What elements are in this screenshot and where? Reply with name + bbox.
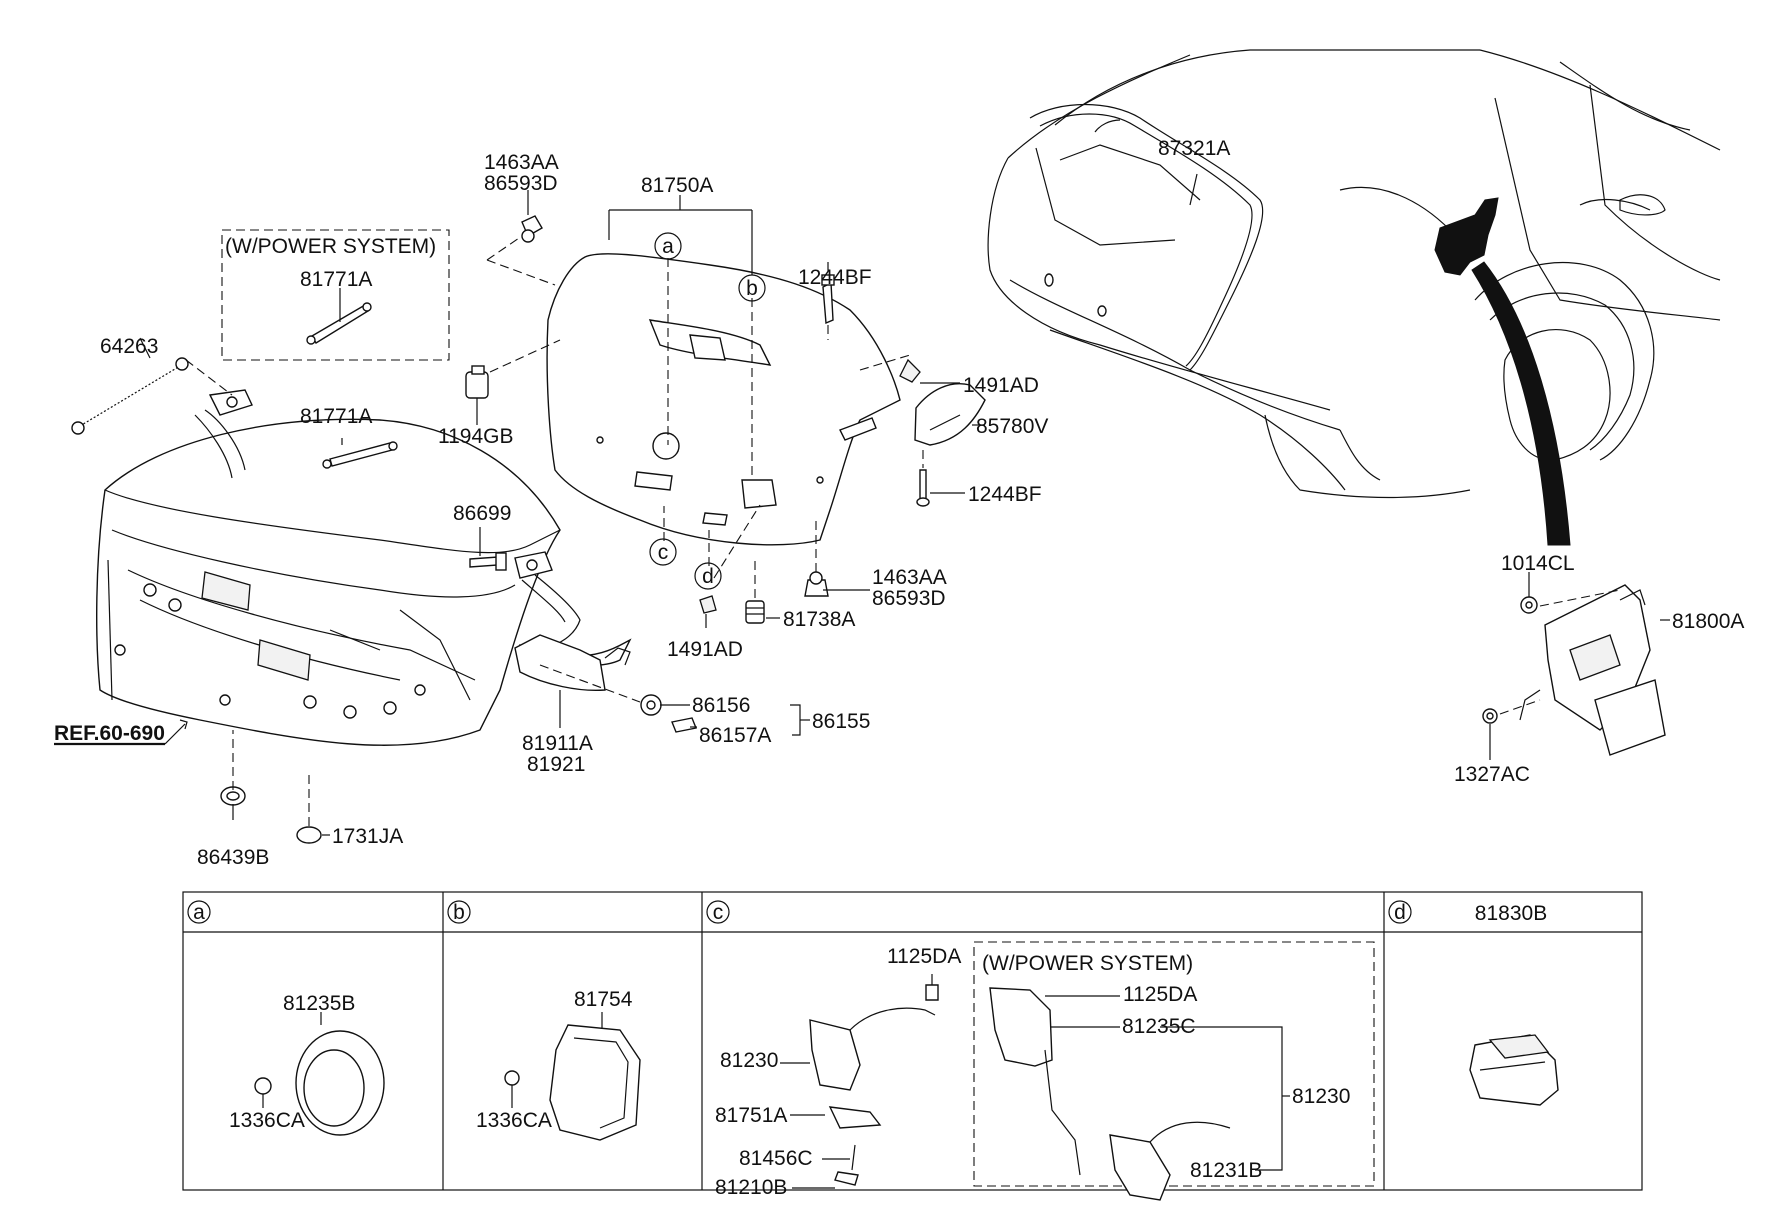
label-86156: 86156 (692, 694, 750, 717)
label-1194GB: 1194GB (438, 425, 514, 448)
cell-b-part-1: 81754 (574, 988, 633, 1011)
callout-labels: 87321A 81750A 1463AA 86593D (W/POWER SYS… (54, 137, 1744, 869)
bolt-top (821, 274, 835, 325)
label-81771A: 81771A (300, 405, 372, 428)
label-1491AD-bot: 1491AD (667, 638, 743, 661)
label-81750A: 81750A (641, 174, 713, 197)
clip-bottom (804, 571, 829, 597)
label-85780V: 85780V (976, 415, 1048, 438)
label-81921: 81921 (527, 753, 585, 776)
power-part-81235C: 81235C (1122, 1015, 1196, 1038)
label-1463AA-top: 1463AA (484, 151, 559, 174)
label-81771A-power: 81771A (300, 268, 372, 291)
label-81911A: 81911A (522, 732, 593, 755)
power-latch-motor (1482, 584, 1666, 756)
table-header-d: d (1394, 901, 1406, 924)
screw-bottom (916, 469, 930, 507)
label-64263: 64263 (100, 335, 158, 358)
cell-c-part-81210B: 81210B (715, 1176, 787, 1199)
label-power-system-top: (W/POWER SYSTEM) (225, 235, 436, 258)
label-86157A: 86157A (699, 724, 771, 747)
table-header-b: b (453, 901, 465, 924)
power-strut-icon (306, 302, 372, 345)
cell-c-part-81751A: 81751A (715, 1104, 787, 1127)
marker-c: c (658, 541, 669, 564)
label-1244BF-top: 1244BF (798, 266, 872, 289)
plugs (220, 786, 322, 844)
label-81800A: 81800A (1672, 610, 1744, 633)
table-header-d-title: 81830B (1475, 902, 1547, 925)
power-part-1125DA: 1125DA (1123, 983, 1197, 1006)
cell-c-part-81456C: 81456C (739, 1147, 813, 1170)
label-1014CL: 1014CL (1501, 552, 1575, 575)
cell-b-part-2: 1336CA (476, 1109, 552, 1132)
label-86593D-bot: 86593D (872, 587, 946, 610)
latch-icon (809, 1019, 861, 1091)
cell-c-part-81230: 81230 (720, 1049, 778, 1072)
table-header-a: a (193, 901, 205, 924)
power-latch-icon (989, 987, 1053, 1067)
cell-c-part-1125DA: 1125DA (887, 945, 961, 968)
power-system-box-detail (973, 941, 1375, 1187)
handle-assembly (899, 358, 986, 446)
clip-top (521, 215, 543, 243)
circle-markers (649, 232, 766, 590)
switch-icon (828, 1106, 882, 1129)
leader-lines (54, 173, 1670, 836)
detail-table: a b c d 81830B 81235B 1336CA 81754 1336C… (182, 891, 1643, 1201)
inner-trim-panel (546, 253, 901, 546)
label-1244BF-bot: 1244BF (968, 483, 1042, 506)
power-system-box-top (221, 229, 450, 361)
trunk-lid-illustration (71, 357, 581, 746)
table-header-c: c (713, 901, 724, 924)
label-1491AD-right: 1491AD (963, 374, 1039, 397)
label-86155: 86155 (812, 710, 870, 733)
cover-plate-icon (549, 1024, 641, 1141)
label-1327AC: 1327AC (1454, 763, 1530, 786)
label-86593D-top: 86593D (484, 172, 558, 195)
trim-cover-icon (514, 634, 632, 692)
marker-a: a (662, 235, 674, 258)
label-86699: 86699 (453, 502, 511, 525)
marker-d: d (702, 565, 714, 588)
power-part-81230: 81230 (1292, 1085, 1350, 1108)
label-ref-60-690: REF.60-690 (54, 722, 165, 745)
clip-1491AD (699, 595, 717, 614)
grommet-parts (640, 694, 697, 733)
cell-a-part-2: 1336CA (229, 1109, 305, 1132)
bumper-stopper (465, 365, 489, 399)
cell-a-part-1: 81235B (283, 992, 355, 1015)
label-87321A: 87321A (1158, 137, 1230, 160)
label-81738A: 81738A (783, 608, 855, 631)
label-1463AA-bot: 1463AA (872, 566, 947, 589)
marker-b: b (746, 277, 758, 300)
stopper-81738A (745, 600, 765, 624)
label-86439B: 86439B (197, 846, 269, 869)
power-part-81231B: 81231B (1190, 1159, 1262, 1182)
power-box-title: (W/POWER SYSTEM) (982, 952, 1193, 975)
label-1731JA: 1731JA (332, 825, 403, 848)
car-rear-illustration (987, 49, 1721, 546)
